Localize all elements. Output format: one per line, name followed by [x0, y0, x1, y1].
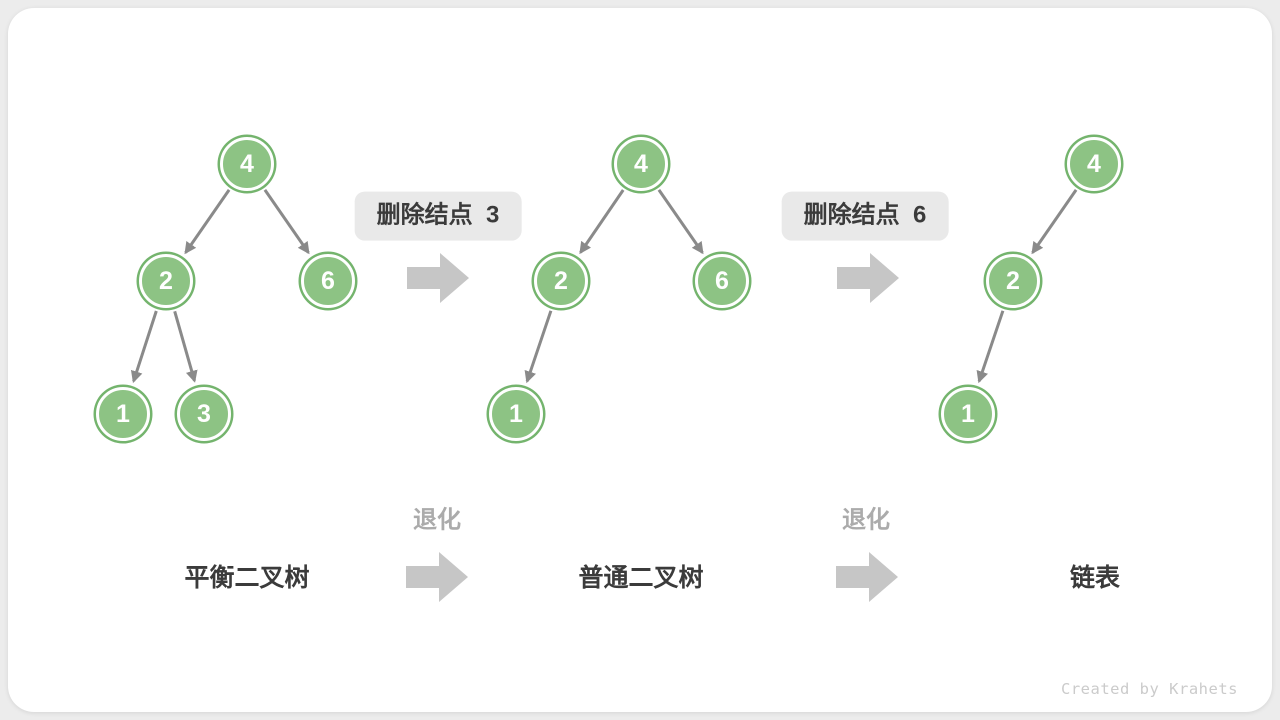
tree3-edge-2-to-1	[976, 310, 1005, 384]
tree2-edge-4-to-6	[657, 189, 704, 255]
tree1-node-1: 1	[96, 387, 150, 441]
tree1-node-6: 6	[301, 254, 355, 308]
tree3-node-1: 1	[941, 387, 995, 441]
tree2-node-2: 2	[534, 254, 588, 308]
tree1-edge-4-to-6	[263, 189, 310, 255]
degrade-label-1: 退化	[413, 506, 461, 534]
degrade-label-2: 退化	[842, 506, 890, 534]
badge-delete-node-3: 删除结点 3	[354, 191, 522, 241]
tree-label-ordinary-binary-tree: 普通二叉树	[578, 564, 704, 592]
node-value: 1	[116, 399, 130, 428]
block-arrow-3	[406, 552, 468, 602]
block-arrow-4	[836, 552, 898, 602]
diagram-card	[8, 8, 1272, 712]
badge-delete-node-6: 删除结点 6	[781, 191, 949, 241]
node-value: 4	[240, 149, 254, 178]
tree1-node-2: 2	[139, 254, 193, 308]
tree2-edge-2-to-1	[524, 310, 553, 384]
tree2-node-1: 1	[489, 387, 543, 441]
block-arrow-1	[407, 253, 469, 303]
tree1-edge-2-to-3	[173, 310, 198, 383]
tree1-edge-4-to-2	[184, 189, 231, 255]
tree-label-linked-list: 链表	[1069, 564, 1121, 592]
tree2-edge-4-to-2	[579, 189, 625, 255]
node-value: 1	[509, 399, 523, 428]
tree3-edge-4-to-2	[1031, 189, 1078, 255]
node-value: 4	[1087, 149, 1101, 178]
node-value: 6	[715, 266, 729, 295]
tree2-node-6: 6	[695, 254, 749, 308]
node-value: 4	[634, 149, 648, 178]
node-value: 2	[1006, 266, 1020, 295]
tree1-edge-2-to-1	[130, 310, 158, 384]
tree1-node-4: 4	[220, 137, 274, 191]
tree3-node-4: 4	[1067, 137, 1121, 191]
node-value: 3	[197, 399, 211, 428]
node-value: 1	[961, 399, 975, 428]
node-value: 2	[554, 266, 568, 295]
tree2-node-4: 4	[614, 137, 668, 191]
tree1-node-3: 3	[177, 387, 231, 441]
node-value: 2	[159, 266, 173, 295]
node-value: 6	[321, 266, 335, 295]
tree-label-balanced-binary-tree: 平衡二叉树	[184, 564, 310, 592]
block-arrow-2	[837, 253, 899, 303]
tree3-node-2: 2	[986, 254, 1040, 308]
credit-watermark: Created by Krahets	[1061, 680, 1238, 698]
